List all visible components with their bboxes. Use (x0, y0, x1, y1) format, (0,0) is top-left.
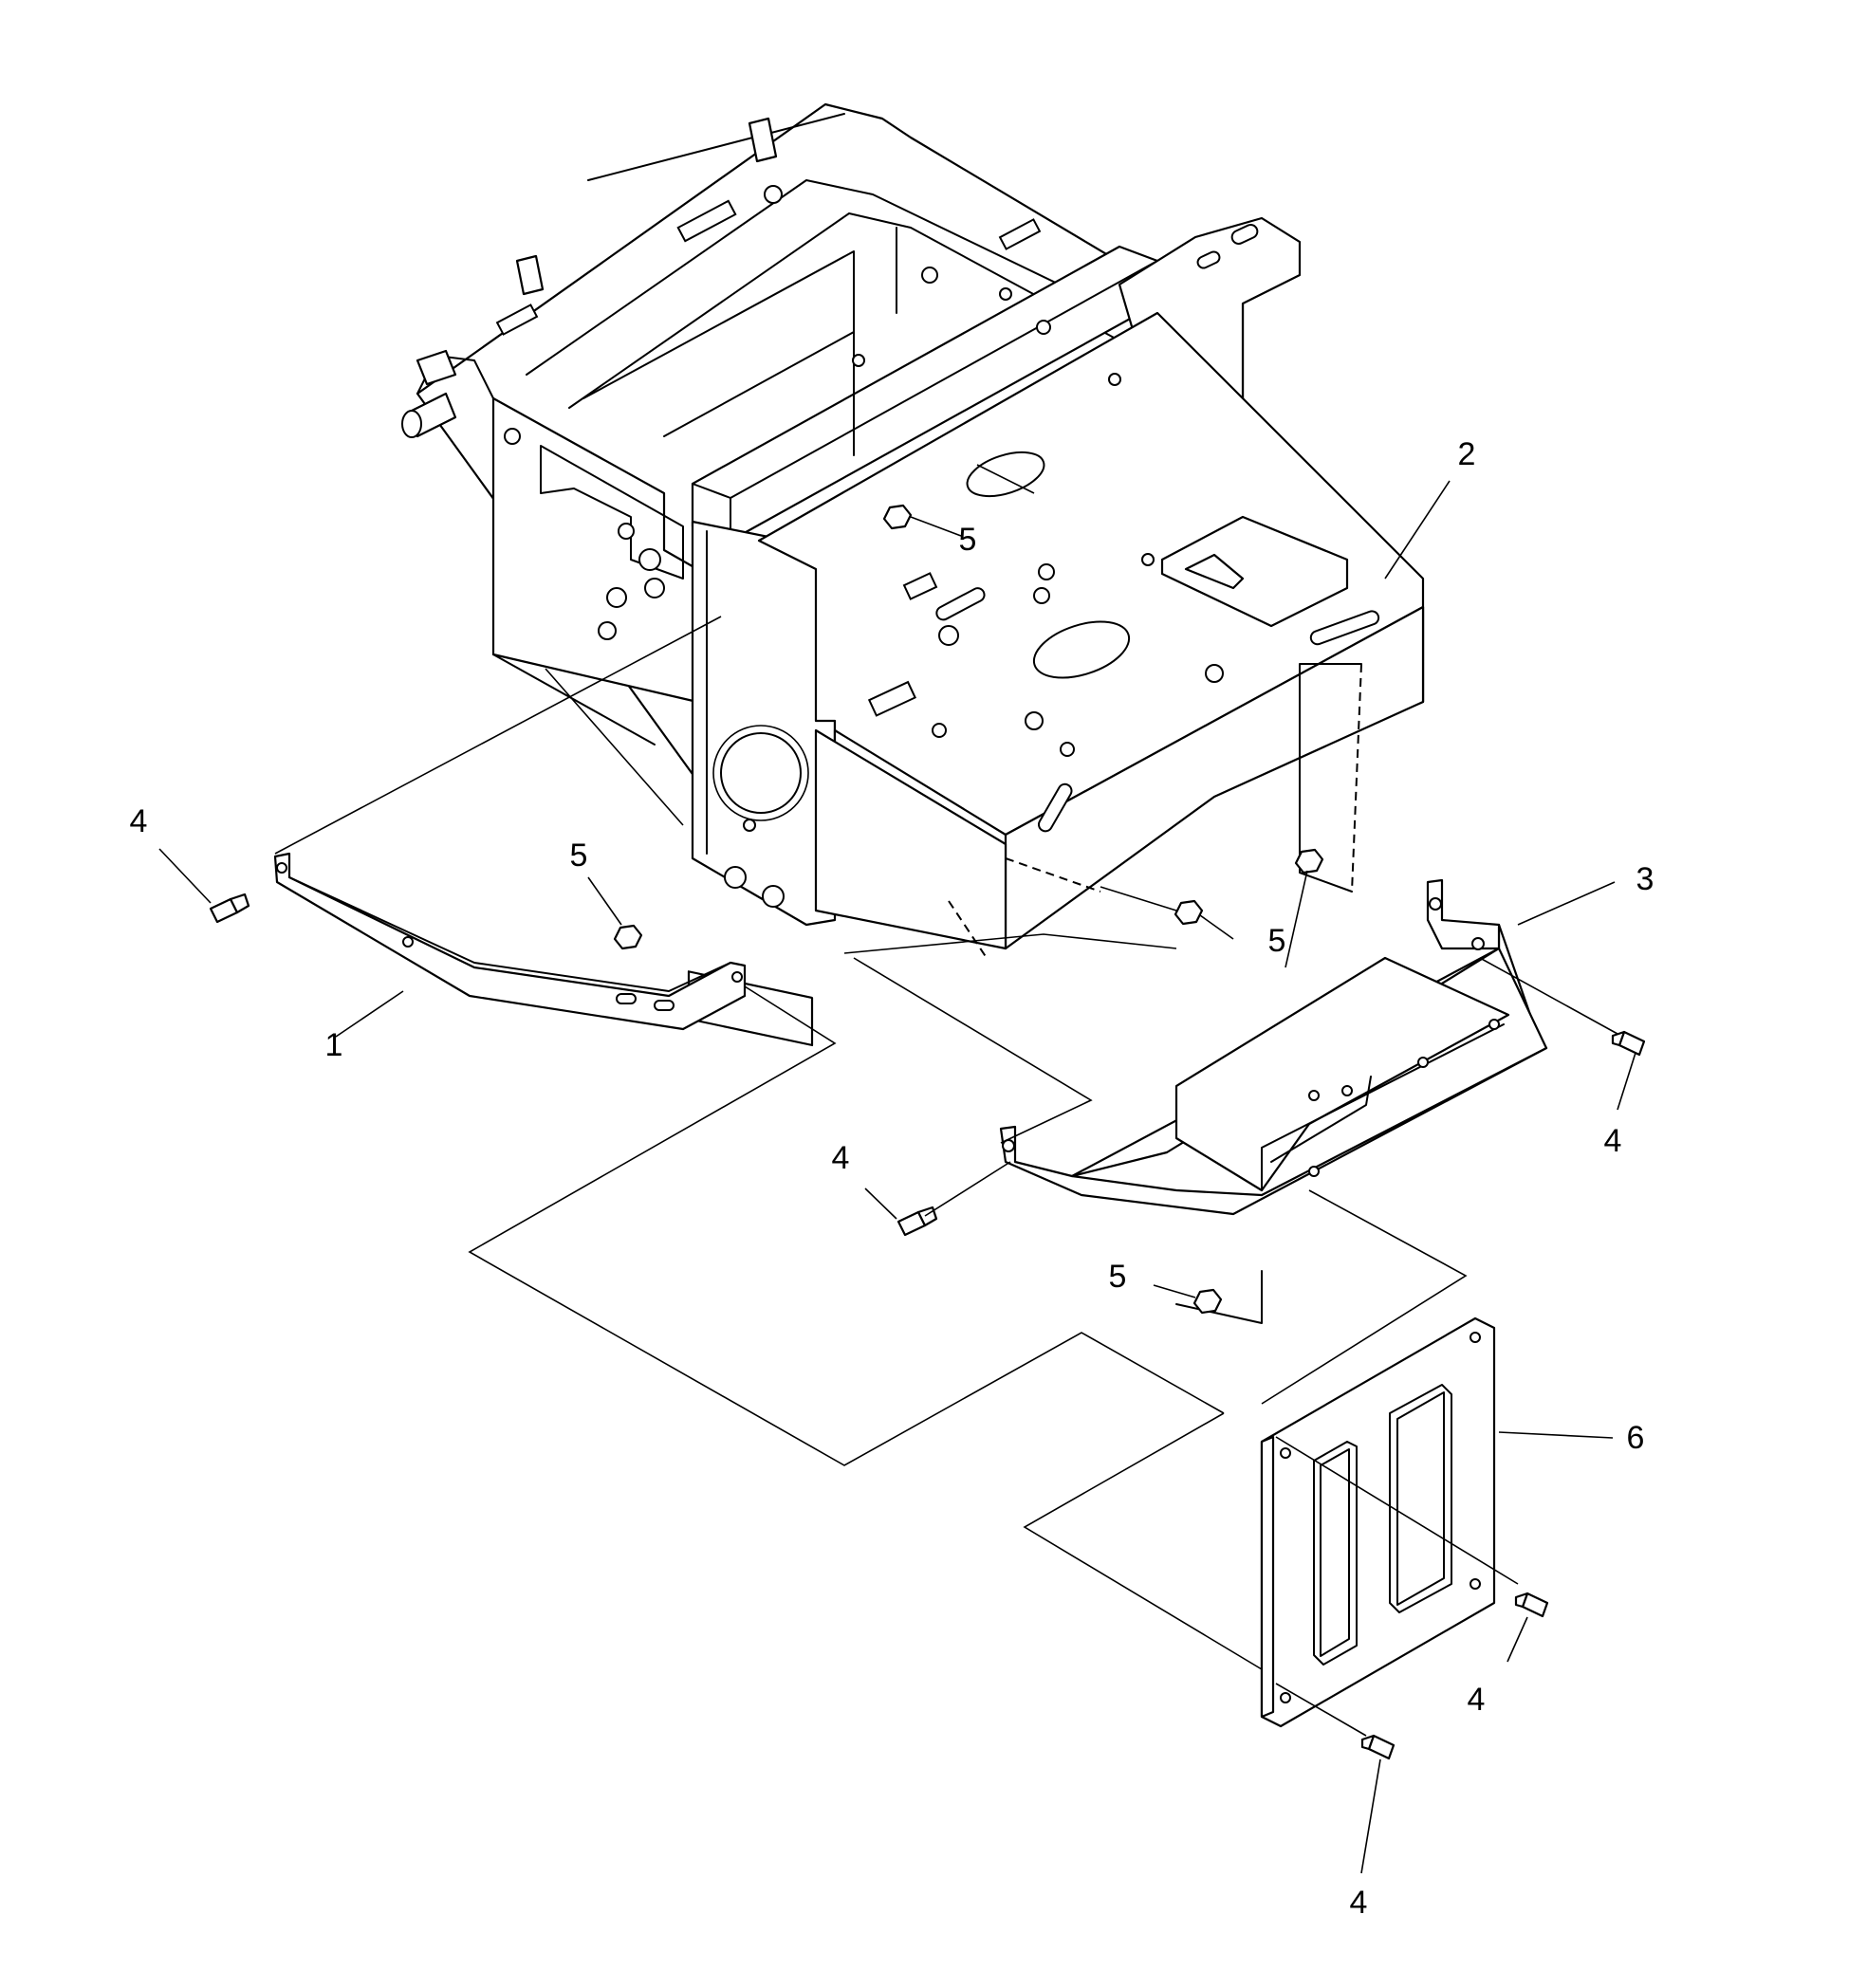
callout-labels: 1 2 3 4 4 4 4 4 5 5 5 5 6 (130, 436, 1654, 1921)
leader-lines (158, 480, 1636, 1874)
assembly-lines (274, 616, 1618, 1737)
callout-4-left: 4 (130, 803, 148, 839)
nut-group (613, 504, 1324, 1315)
bolt (1611, 1030, 1646, 1057)
bracket-bar (273, 852, 747, 1031)
callout-4-plate-right: 4 (1468, 1682, 1486, 1718)
callout-6: 6 (1627, 1420, 1645, 1456)
callout-3: 3 (1636, 861, 1654, 897)
bolt (1514, 1592, 1549, 1618)
callout-4-center: 4 (832, 1140, 850, 1176)
nut (882, 504, 913, 530)
bolt (1360, 1734, 1396, 1760)
nut (1192, 1288, 1223, 1315)
cover-plate (1260, 1316, 1496, 1728)
callout-5-bottom: 5 (1109, 1259, 1127, 1295)
callout-1: 1 (325, 1027, 343, 1063)
nut (1294, 848, 1324, 874)
bolt-group (209, 893, 1646, 1760)
main-frame (401, 102, 1425, 1047)
callout-5-right: 5 (1268, 923, 1286, 959)
callout-5-top: 5 (959, 522, 977, 558)
nut (613, 924, 643, 950)
nut (1174, 899, 1204, 926)
front-bracket (999, 878, 1548, 1324)
callout-5-left: 5 (570, 838, 588, 874)
callout-2: 2 (1458, 436, 1476, 472)
bolt (209, 893, 250, 924)
callout-4-right: 4 (1604, 1123, 1622, 1159)
callout-4-plate-bottom: 4 (1350, 1885, 1368, 1921)
